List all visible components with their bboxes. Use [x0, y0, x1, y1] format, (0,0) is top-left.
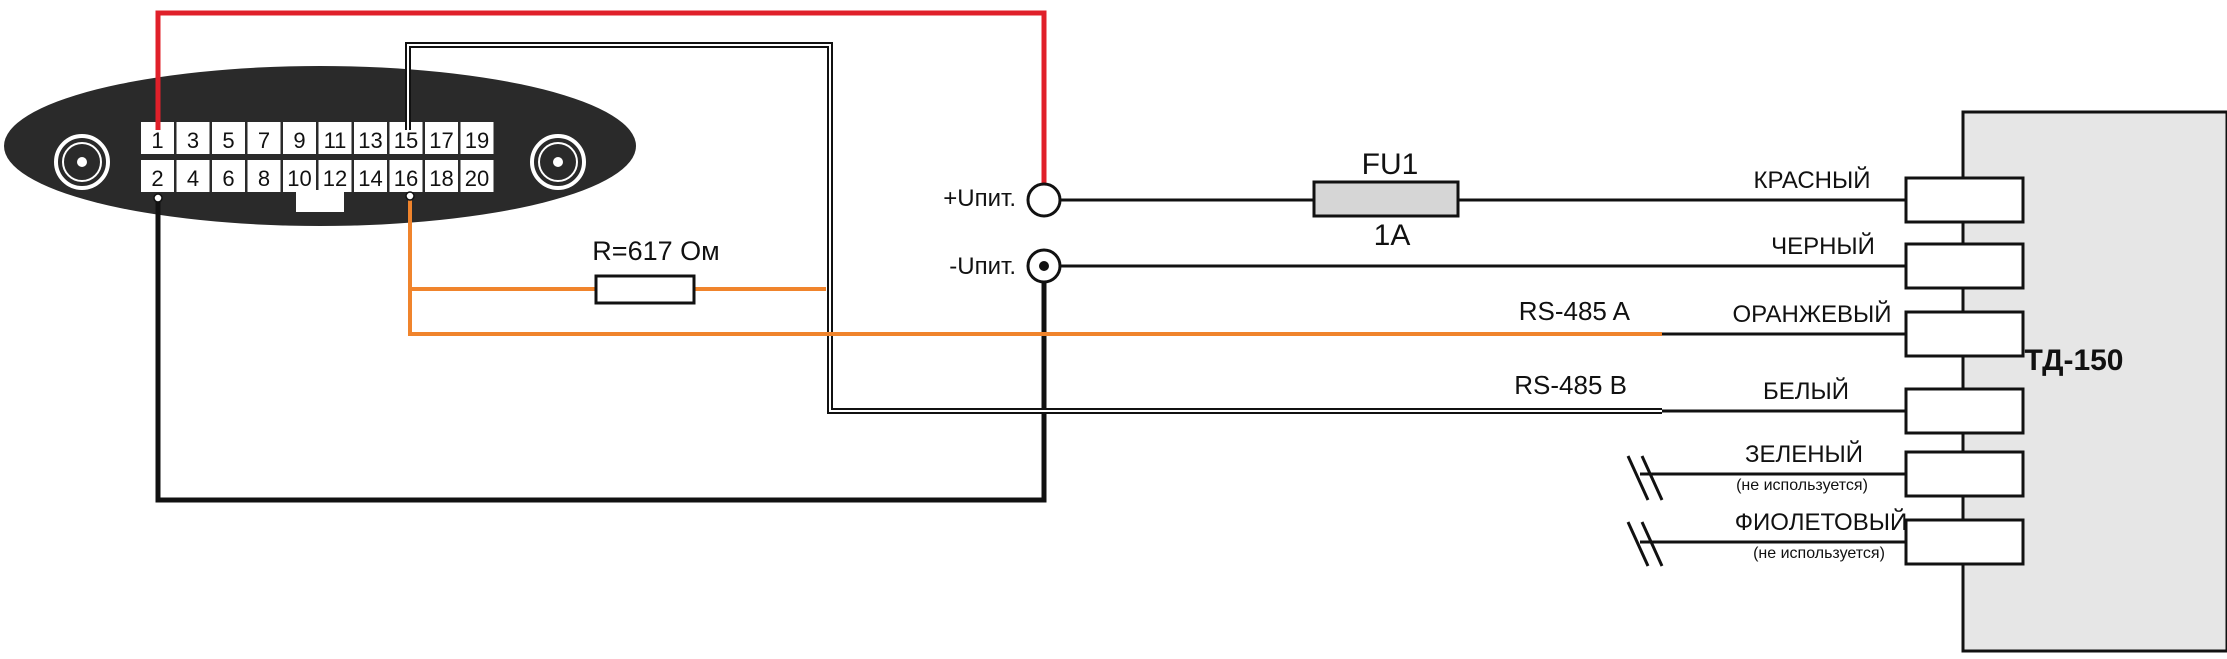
pin-cell: [176, 122, 210, 154]
sensor-terminal: [1904, 518, 2025, 566]
red-wire: [155, 10, 1047, 188]
pin-label: 18: [429, 166, 453, 191]
pin-cell: [212, 160, 245, 192]
sensor-wire-group: КРАСНЫЙ ЧЕРНЫЙ ОРАНЖЕВЫЙ БЕЛЫЙ ЗЕЛЕНЫЙ (не ис…: [1732, 166, 2025, 566]
minus-terminal-dot: [1039, 261, 1049, 271]
pin-cell: [176, 160, 210, 192]
pin-label: 2: [151, 166, 163, 191]
pin-cell: [318, 160, 352, 192]
pin-label: 10: [287, 166, 311, 191]
right-mount-hole: [530, 134, 586, 190]
pin-cell: [283, 160, 316, 192]
wire-color-label: ОРАНЖЕВЫЙ: [1732, 300, 1891, 328]
orange-wire: [408, 196, 1662, 336]
pin16-tap: [405, 191, 415, 201]
pin-cell: [212, 122, 245, 154]
black-wire: [155, 198, 1047, 503]
minus-supply-label: -Uпит.: [949, 253, 1016, 280]
pin-cell: [460, 160, 494, 192]
cut-mark-green: [1626, 455, 1664, 501]
pin-cell: [425, 122, 458, 154]
pin-cell: [283, 122, 316, 154]
sensor-terminal: [1904, 310, 2025, 358]
pin-label: 9: [293, 128, 305, 153]
pin-label: 17: [429, 128, 453, 153]
connector-key: [296, 190, 344, 212]
pin-cell: [318, 122, 352, 154]
plus-supply-label: +Uпит.: [943, 185, 1016, 212]
pin-label: 12: [323, 166, 347, 191]
sensor-name: ТД-150: [2025, 344, 2124, 377]
pin-cell: [247, 122, 281, 154]
sensor-terminal: [1904, 387, 2025, 435]
resistor-label: R=617 Ом: [592, 236, 719, 266]
pin-cell: [247, 160, 281, 192]
pin-label: 16: [394, 166, 418, 191]
wire-color-label: ЗЕЛЕНЫЙ: [1745, 440, 1863, 468]
pin-label: 13: [358, 128, 382, 153]
fuse: [1312, 180, 1460, 218]
white-wire: [405, 42, 1662, 414]
pin-cell: [354, 122, 387, 154]
pin-label: 5: [222, 128, 234, 153]
pin-label: 1: [151, 128, 163, 153]
sensor-terminal: [1904, 242, 2025, 290]
pin-label: 15: [394, 128, 418, 153]
pin-label: 20: [465, 166, 489, 191]
fuse-rating: 1A: [1374, 219, 1411, 252]
pin-label: 3: [187, 128, 199, 153]
wire-color-label: КРАСНЫЙ: [1753, 166, 1870, 194]
wire-unused-note: (не используется): [1736, 477, 1868, 494]
left-mount-hole: [54, 134, 110, 190]
resistor: [594, 274, 696, 305]
pin-label: 4: [187, 166, 199, 191]
sensor-terminal: [1904, 450, 2025, 498]
plus-terminal: [1026, 182, 1062, 218]
pin-cell: [354, 160, 387, 192]
rs485-a-label: RS-485 A: [1519, 296, 1631, 326]
sensor-terminal: [1904, 176, 2025, 224]
pin-cell: [425, 160, 458, 192]
pin-label: 6: [222, 166, 234, 191]
wire-color-label: ЧЕРНЫЙ: [1771, 232, 1875, 260]
pin-cell: [460, 122, 494, 154]
pin-label: 7: [258, 128, 270, 153]
pin-label: 11: [324, 128, 347, 153]
pin-label: 8: [258, 166, 270, 191]
pin-cell: [389, 160, 423, 192]
pin-label: 14: [358, 166, 382, 191]
rs485-b-label: RS-485 B: [1514, 370, 1627, 400]
pin-cell: [141, 160, 174, 192]
wire-color-label: ФИОЛЕТОВЫЙ: [1735, 508, 1907, 536]
wire-color-label: БЕЛЫЙ: [1763, 377, 1849, 405]
pin-label: 19: [465, 128, 489, 153]
pin2-tap: [153, 193, 163, 203]
fuse-name: FU1: [1362, 148, 1419, 181]
wire-unused-note: (не используется): [1753, 545, 1885, 562]
cut-mark-violet: [1626, 521, 1664, 567]
